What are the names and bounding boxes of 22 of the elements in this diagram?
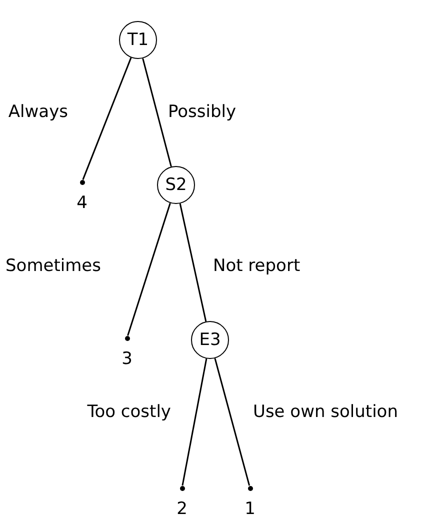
edge-label: Not report	[213, 256, 300, 276]
leaf-value: 4	[76, 192, 88, 212]
state-circle	[119, 21, 157, 59]
edge-label: Use own solution	[253, 402, 398, 422]
edge-label: Always	[8, 102, 68, 122]
node-label: T1	[127, 30, 149, 50]
state-circle	[157, 166, 195, 204]
leaf-value: 3	[120, 348, 134, 368]
edge-label: Sometimes	[6, 256, 101, 276]
tree-edge	[127, 202, 171, 336]
tree-edge	[142, 58, 172, 167]
node-label: E3	[199, 330, 221, 350]
leaf-value: 2	[176, 498, 188, 518]
tree-edge	[82, 57, 132, 180]
leaf-value: 1	[244, 498, 256, 518]
node-label: S2	[165, 175, 187, 195]
edge-label: Possibly	[168, 102, 236, 122]
tree-edge	[182, 358, 208, 486]
tree-edge	[179, 203, 207, 322]
state-circle	[191, 321, 229, 359]
tree-edge	[214, 358, 250, 486]
edge-label: Too costly	[87, 402, 171, 422]
